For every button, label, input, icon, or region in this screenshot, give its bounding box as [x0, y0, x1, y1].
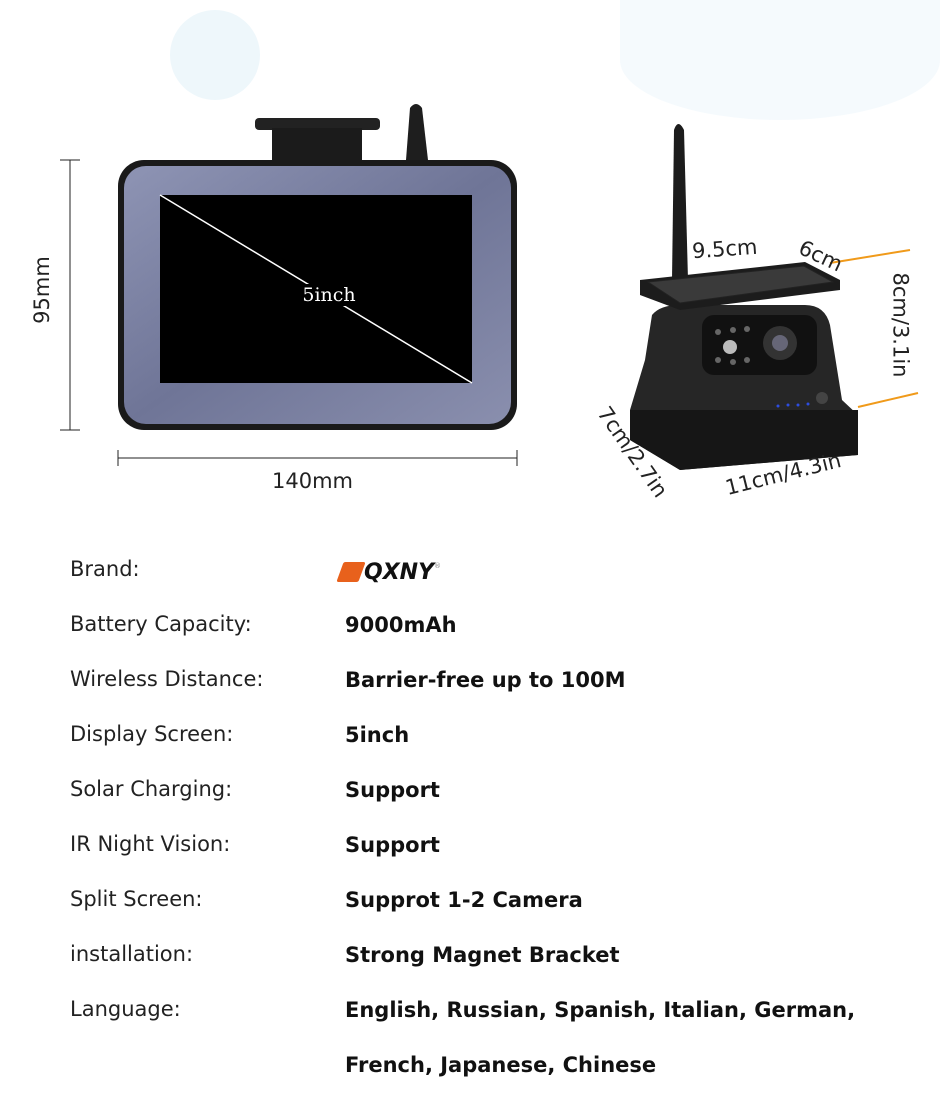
- spec-label: Split Screen:: [70, 887, 203, 911]
- brand-logo-text: QXNY: [364, 560, 435, 585]
- antenna: [406, 104, 428, 160]
- registered-mark: ®: [434, 562, 442, 570]
- spec-value: Support: [345, 833, 440, 857]
- spec-label-brand: Brand:: [70, 557, 140, 581]
- spec-value: 5inch: [345, 723, 410, 747]
- screen-size-label: 5inch: [284, 284, 374, 306]
- spec-label: Display Screen:: [70, 722, 234, 746]
- spec-value-continued: French, Japanese, Chinese: [345, 1053, 657, 1077]
- spec-label: Wireless Distance:: [70, 667, 264, 691]
- spec-label: Language:: [70, 997, 181, 1021]
- spec-label: installation:: [70, 942, 194, 966]
- spec-label: IR Night Vision:: [70, 832, 231, 856]
- camera-illustration: [630, 124, 919, 470]
- width-dimension-label: 140mm: [272, 469, 353, 493]
- decor-shape: [620, 0, 940, 120]
- camera-lens-module: [702, 315, 817, 375]
- monitor-illustration: [60, 104, 518, 466]
- spec-label: Battery Capacity:: [70, 612, 252, 636]
- camera-height-label: 8cm/3.1in: [888, 272, 913, 378]
- spec-value: Supprot 1-2 Camera: [345, 888, 583, 912]
- height-dimension-label: 95mm: [29, 256, 54, 324]
- decor-circle: [170, 10, 260, 100]
- suction-cup: [255, 118, 380, 130]
- brand-logo: QXNY ®: [336, 560, 442, 585]
- spec-value: Barrier-free up to 100M: [345, 668, 626, 692]
- spec-value: 9000mAh: [345, 613, 457, 637]
- camera-antenna: [672, 124, 688, 280]
- power-button: [816, 392, 828, 404]
- camera-top-width-label: 9.5cm: [691, 234, 759, 264]
- spec-value: Strong Magnet Bracket: [345, 943, 620, 967]
- spec-value: Support: [345, 778, 440, 802]
- spec-label: Solar Charging:: [70, 777, 233, 801]
- spec-value: English, Russian, Spanish, Italian, Germ…: [345, 998, 856, 1022]
